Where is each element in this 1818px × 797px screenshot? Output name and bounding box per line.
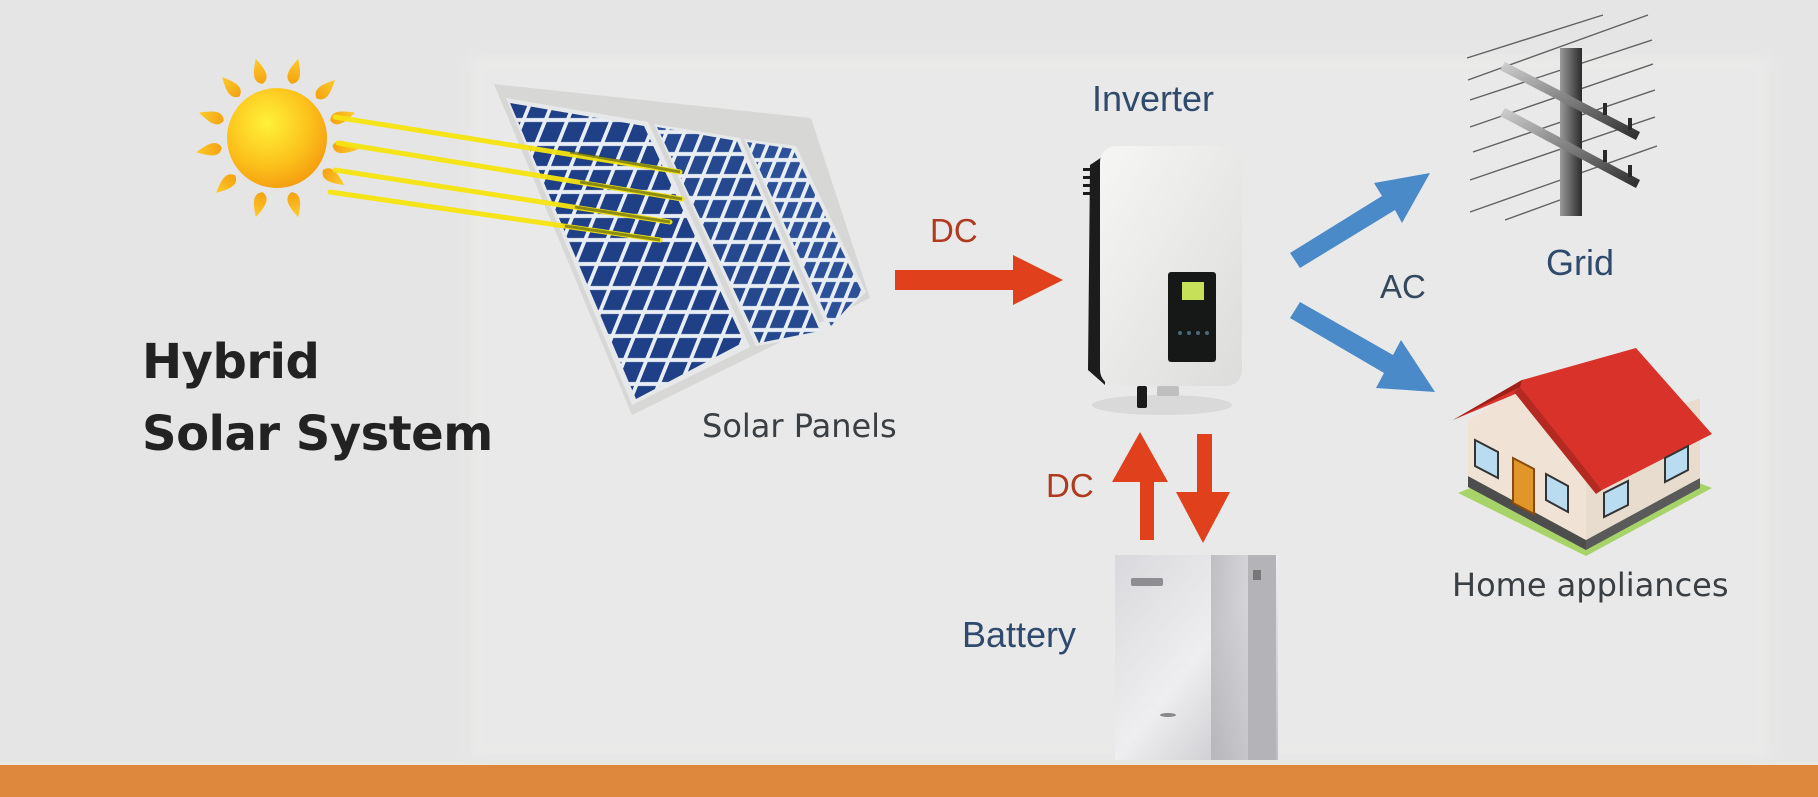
title-line-1: Hybrid [142,334,320,390]
solar-panels-label: Solar Panels [702,407,897,445]
title-line-2: Solar System [142,406,493,462]
footer-divider [0,762,1818,765]
inverter-label: Inverter [1092,78,1215,119]
home-appliances-label: Home appliances [1452,566,1729,604]
dc-label-panels: DC [930,212,978,249]
ac-label: AC [1380,268,1426,305]
battery-label: Battery [962,614,1077,655]
grid-label: Grid [1546,242,1615,283]
page-title: Hybrid Solar System [142,326,493,470]
footer-bar [0,765,1818,797]
dc-label-battery: DC [1046,467,1094,504]
